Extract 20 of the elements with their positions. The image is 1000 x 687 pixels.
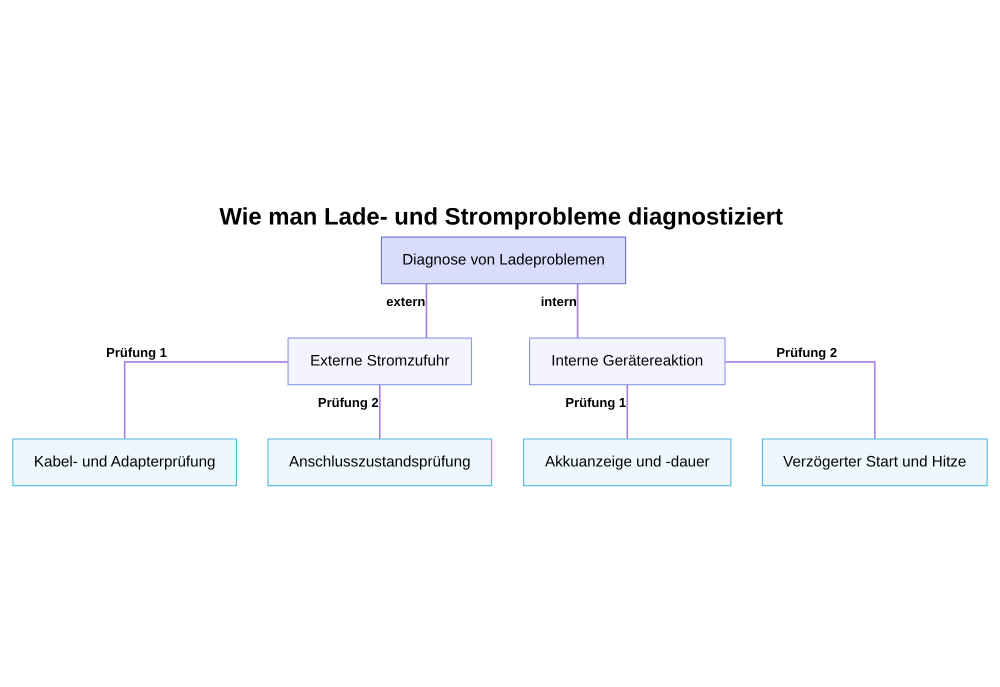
edge-label: Prüfung 1 [106, 344, 167, 360]
connector [124, 360, 288, 438]
connector [576, 283, 578, 338]
node-box: Kabel- und Adapterprüfung [12, 438, 238, 486]
edge-label: Prüfung 2 [318, 394, 379, 410]
edge-label: intern [540, 294, 577, 309]
node-box: Verzögerter Start und Hitze [762, 438, 988, 486]
node-box: Diagnose von Ladeproblemen [380, 236, 626, 284]
edge-label: extern [386, 294, 426, 309]
connector [725, 360, 876, 438]
node-box: Anschlusszustandsprüfung [267, 438, 492, 486]
node-box: Interne Gerätereaktion [529, 336, 726, 385]
diagram-title: Wie man Lade- und Stromprobleme diagnostiziert [219, 203, 783, 230]
connector [626, 384, 628, 438]
edge-label: Prüfung 1 [565, 394, 626, 410]
connector [378, 384, 381, 438]
node-box: Externe Stromzufuhr [288, 336, 472, 385]
connector [426, 283, 428, 338]
edge-label: Prüfung 2 [776, 344, 838, 360]
node-box: Akkuanzeige und -dauer [523, 438, 732, 486]
